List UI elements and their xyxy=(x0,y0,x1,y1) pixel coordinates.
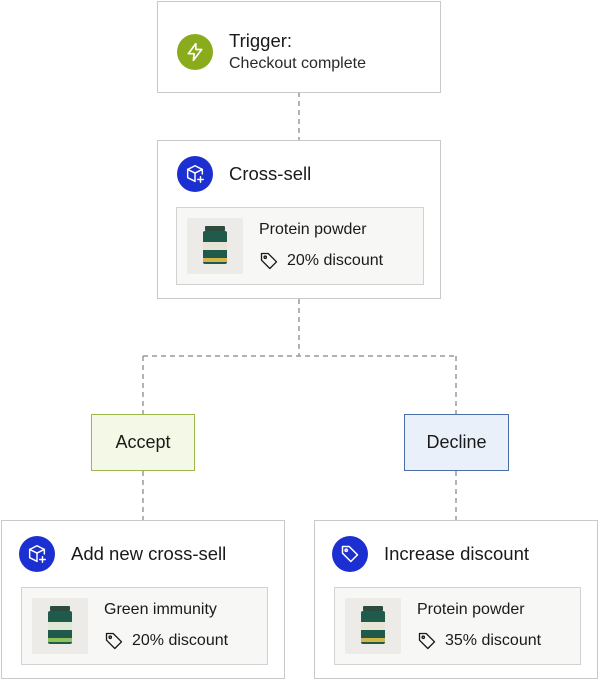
product-name: Protein powder xyxy=(417,601,525,618)
product-thumbnail xyxy=(32,598,88,654)
add-cross-sell-product[interactable]: Green immunity 20% discount xyxy=(21,587,268,665)
trigger-card[interactable]: Trigger: Checkout complete xyxy=(157,1,441,93)
increase-discount-product[interactable]: Protein powder 35% discount xyxy=(334,587,581,665)
increase-discount-card[interactable]: Increase discount Protein powder 35% dis… xyxy=(314,520,598,679)
accept-label: Accept xyxy=(115,432,171,452)
add-cross-sell-card[interactable]: Add new cross-sell Green immunity 20% di… xyxy=(1,520,285,679)
decline-label: Decline xyxy=(426,432,487,452)
trigger-subtitle: Checkout complete xyxy=(229,55,366,72)
product-name: Green immunity xyxy=(104,601,217,618)
product-thumbnail xyxy=(345,598,401,654)
box-plus-icon xyxy=(19,536,55,572)
accept-branch[interactable]: Accept xyxy=(91,414,195,471)
product-name: Protein powder xyxy=(259,221,367,238)
tag-icon xyxy=(418,632,436,650)
cross-sell-title: Cross-sell xyxy=(229,163,312,184)
tag-icon xyxy=(105,632,123,650)
tag-icon xyxy=(332,536,368,572)
tag-icon xyxy=(260,252,278,270)
discount-label: 20% discount xyxy=(132,632,229,649)
increase-discount-title: Increase discount xyxy=(384,543,530,564)
trigger-title: Trigger: xyxy=(229,30,293,51)
decline-branch[interactable]: Decline xyxy=(404,414,509,471)
product-discount: 20% discount xyxy=(259,251,383,271)
product-discount: 20% discount xyxy=(104,631,228,651)
add-cross-sell-title: Add new cross-sell xyxy=(71,543,227,564)
product-discount: 35% discount xyxy=(417,631,541,651)
lightning-icon xyxy=(177,34,213,70)
cross-sell-product[interactable]: Protein powder 20% discount xyxy=(176,207,424,285)
discount-label: 35% discount xyxy=(445,632,542,649)
product-thumbnail xyxy=(187,218,243,274)
cross-sell-card[interactable]: Cross-sell Protein powder 20% discount xyxy=(157,140,441,299)
discount-label: 20% discount xyxy=(287,252,384,269)
box-plus-icon xyxy=(177,156,213,192)
